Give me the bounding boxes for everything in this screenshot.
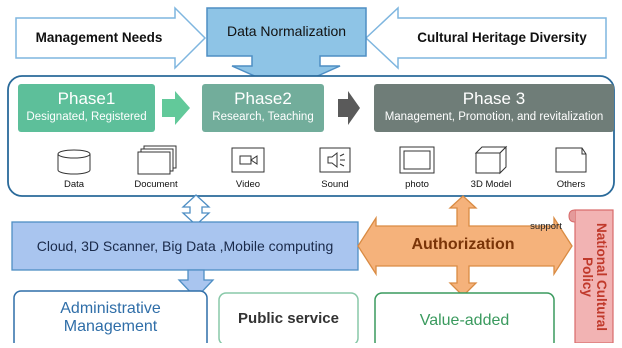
phase3-subtitle: Management, Promotion, and revitalizatio… bbox=[384, 111, 604, 123]
stacked-pages-icon bbox=[137, 145, 177, 175]
national-cultural-policy-label: National Cultural Policy bbox=[580, 222, 610, 331]
phase1-box bbox=[18, 84, 155, 132]
video-camera-icon bbox=[231, 147, 265, 173]
administrative-management-box bbox=[13, 290, 208, 348]
phase3-box bbox=[374, 84, 614, 132]
value-added-label: Value-added bbox=[419, 311, 510, 329]
management-needs-label: Management Needs bbox=[35, 30, 163, 46]
management-needs-arrow bbox=[15, 6, 207, 70]
cylinder-icon bbox=[57, 149, 91, 175]
media-label-sound: Sound bbox=[321, 179, 349, 190]
authorization-label: Authorization bbox=[411, 235, 515, 253]
speaker-icon bbox=[319, 147, 351, 173]
data-normalization-label: Data Normalization bbox=[226, 22, 347, 39]
cube-icon bbox=[474, 145, 508, 175]
photo-frame-icon bbox=[399, 146, 435, 174]
media-label-3d-model: 3D Model bbox=[470, 179, 512, 190]
support-label: support bbox=[530, 220, 562, 232]
phase2-subtitle: Research, Teaching bbox=[212, 111, 314, 123]
administrative-management-label: Administrative Management bbox=[60, 299, 161, 335]
media-label-document: Document bbox=[134, 179, 178, 190]
phase2-to-phase3-arrow bbox=[338, 91, 360, 125]
phase2-box bbox=[202, 84, 324, 132]
policy-scroll-curl bbox=[568, 209, 576, 223]
policy-scroll bbox=[574, 209, 614, 344]
phase3-title: Phase 3 bbox=[462, 89, 526, 108]
phase1-subtitle: Designated, Registered bbox=[26, 111, 147, 123]
phase2-title: Phase2 bbox=[234, 89, 292, 108]
tech-to-admin-arrow bbox=[177, 269, 215, 299]
phase1-title: Phase1 bbox=[57, 89, 116, 108]
media-label-photo: photo bbox=[405, 179, 429, 190]
value-added-box bbox=[374, 292, 555, 348]
media-label-video: Video bbox=[235, 179, 261, 190]
media-label-others: Others bbox=[556, 179, 586, 190]
cultural-diversity-arrow bbox=[364, 6, 607, 70]
technology-box bbox=[11, 221, 359, 271]
frame-tech-double-arrow bbox=[181, 194, 211, 226]
public-service-label: Public service bbox=[238, 310, 339, 328]
phase1-to-phase2-arrow bbox=[162, 91, 190, 125]
folded-page-icon bbox=[555, 147, 587, 173]
media-label-data: Data bbox=[63, 179, 85, 190]
technology-label: Cloud, 3D Scanner, Big Data ,Mobile comp… bbox=[36, 237, 334, 254]
cultural-heritage-diversity-label: Cultural Heritage Diversity bbox=[417, 30, 587, 46]
